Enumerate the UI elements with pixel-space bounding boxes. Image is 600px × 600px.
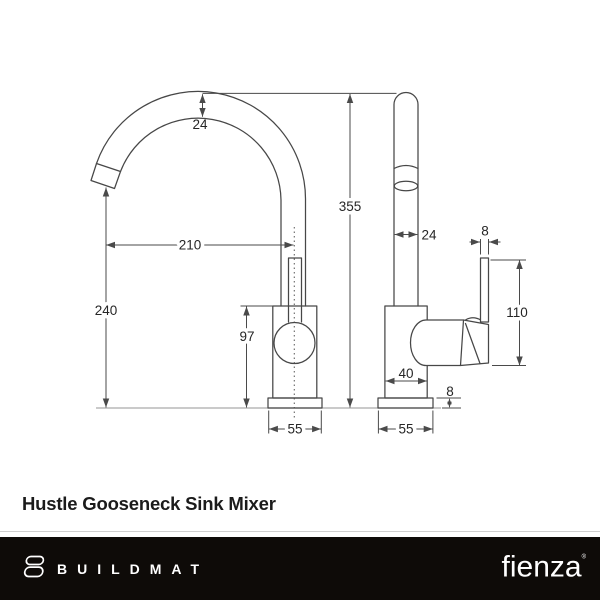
label-body-height-97: 97 [239, 329, 254, 344]
riser-pipe [393, 91, 419, 307]
spout-aerator-tip [90, 162, 122, 190]
handle-base [459, 319, 490, 367]
fienza-wordmark: fienza® [501, 550, 586, 584]
label-handle-8: 8 [481, 224, 489, 239]
label-overall-355: 355 [339, 199, 362, 214]
base-plate-front [267, 397, 323, 409]
footer-bar: BUILDMAT fienza® [0, 537, 600, 600]
base-plate-side [377, 397, 434, 409]
mixer-joint-circle [273, 321, 316, 365]
handle-lever-front [287, 257, 303, 323]
spout-outlet-ellipse [393, 180, 419, 192]
technical-drawing: 24 355 210 240 97 55 24 8 110 40 8 55 [90, 90, 531, 440]
label-base-55-front: 55 [287, 422, 302, 437]
label-body-40: 40 [398, 366, 413, 381]
handle-base-split-line [464, 322, 481, 365]
label-handle-height-110: 110 [506, 305, 528, 320]
label-baseplate-8: 8 [446, 384, 454, 399]
product-title: Hustle Gooseneck Sink Mixer [22, 493, 276, 514]
faucet-front-view [377, 91, 490, 409]
registered-trademark-mark: ® [581, 554, 586, 561]
spout-cut-line [393, 164, 419, 170]
label-pipe-24: 24 [422, 228, 438, 243]
spout-inner-curve [119, 117, 282, 307]
dimension-annotations: 24 355 210 240 97 55 24 8 110 40 8 55 [91, 92, 531, 440]
label-base-55-side: 55 [398, 422, 413, 437]
cartridge-housing [409, 319, 464, 367]
label-spout-tube-24: 24 [192, 117, 208, 132]
buildmat-logo-icon [23, 554, 45, 583]
label-outlet-height-240: 240 [95, 303, 118, 318]
footer-divider [0, 531, 600, 532]
handle-lever-side [479, 257, 490, 323]
faucet-side-view [90, 90, 323, 427]
buildmat-wordmark: BUILDMAT [57, 560, 210, 577]
mixer-body-front [272, 305, 318, 399]
handle-pivot-dome [464, 317, 482, 321]
label-reach-210: 210 [179, 238, 202, 253]
